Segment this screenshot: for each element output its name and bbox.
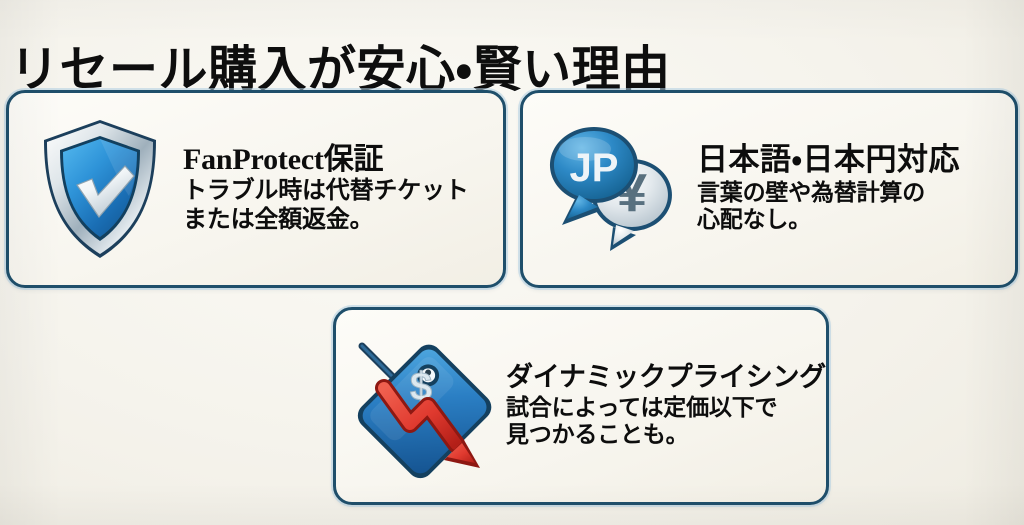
price-tag-down-arrow-icon: $	[348, 331, 498, 481]
card-body: トラブル時は代替チケット または全額返金。	[183, 177, 469, 233]
jp-yen-speech-bubbles-icon: ¥ JP	[539, 114, 689, 264]
feature-card-dynamic-pricing: $ ダイナミックプライシング 試合によっては定価以下で 見つかることも。	[333, 307, 829, 505]
card-text-block: FanProtect保証 トラブル時は代替チケット または全額返金。	[175, 142, 503, 235]
card-text-block: 日本語・日本円対応 言葉の壁や為替計算の 心配なし。	[689, 142, 1015, 234]
card-body: 試合によっては定価以下で 見つかることも。	[506, 393, 778, 448]
card-body: 言葉の壁や為替計算の 心配なし。	[697, 179, 926, 233]
feature-card-fanprotect: FanProtect保証 トラブル時は代替チケット または全額返金。	[6, 90, 506, 288]
feature-card-japanese-yen: ¥ JP 日本語・日本円対応 言葉の壁や為替計算の 心配なし。	[520, 90, 1018, 288]
card-heading: ダイナミックプライシング	[506, 362, 826, 393]
page-title: リセール購入が安心・賢い理由	[10, 41, 671, 97]
card-heading: FanProtect保証	[183, 142, 384, 176]
card-text-block: ダイナミックプライシング 試合によっては定価以下で 見つかることも。	[498, 363, 826, 448]
shield-check-icon	[25, 114, 175, 264]
card-heading: 日本語・日本円対応	[697, 142, 961, 178]
jp-bubble-text: JP	[570, 146, 619, 190]
